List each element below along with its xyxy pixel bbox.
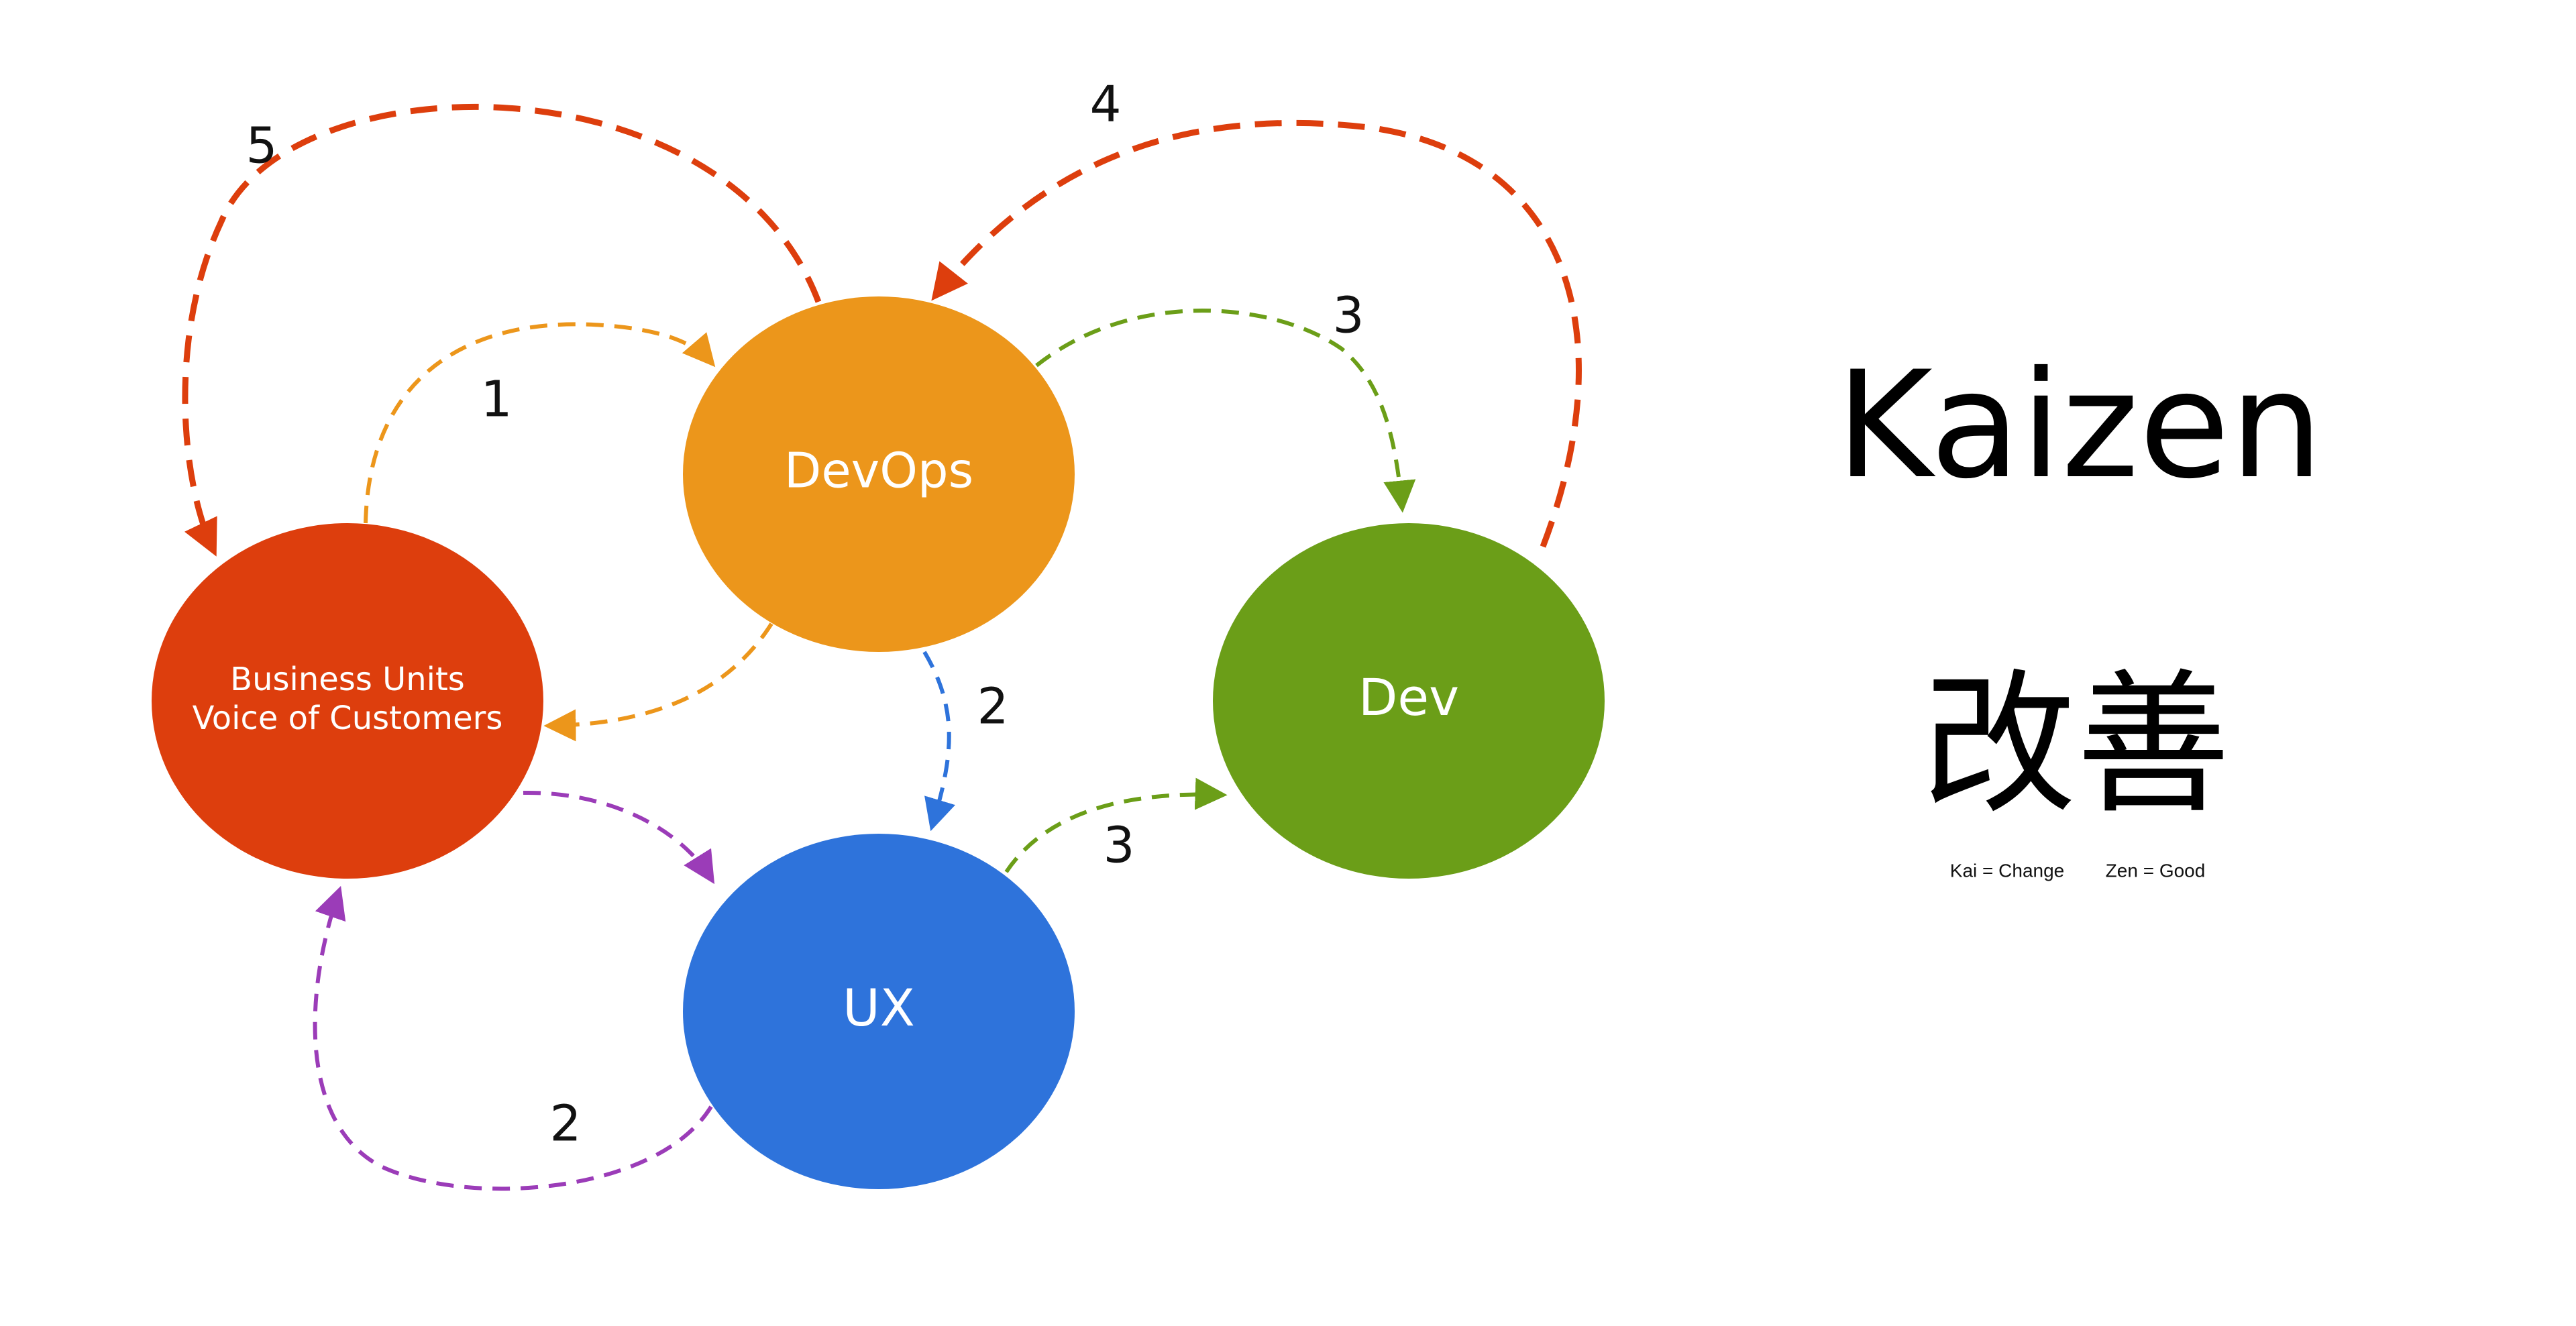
step-label-5: 5	[246, 117, 277, 175]
node-ux	[683, 834, 1075, 1189]
arrow-ux-to-business	[313, 885, 713, 1191]
node-dev-label: Dev	[1358, 667, 1459, 727]
arrow-devops-to-ux	[922, 651, 956, 832]
kaizen-title: Kaizen	[1836, 339, 2324, 511]
arrow-business-to-devops	[364, 322, 716, 524]
node-business-units	[152, 523, 543, 879]
arrow-devops-to-business	[182, 103, 822, 557]
node-dev	[1213, 523, 1605, 879]
node-ux-label: UX	[843, 978, 915, 1038]
node-devops	[683, 296, 1075, 652]
step-label-2-bottom: 2	[549, 1095, 581, 1153]
step-label-2-right: 2	[977, 678, 1008, 736]
node-devops-label: DevOps	[784, 443, 973, 499]
node-business-line2: Voice of Customers	[193, 700, 503, 737]
kai-meaning: Kai = Change	[1950, 860, 2064, 881]
arrow-devops-to-dev	[1035, 309, 1416, 513]
kaizen-kanji: 改善	[1922, 656, 2231, 835]
arrow-ux-to-dev	[1004, 777, 1228, 873]
step-label-4: 4	[1089, 76, 1121, 133]
arrow-business-to-ux	[523, 790, 715, 885]
step-label-3-top: 3	[1332, 287, 1364, 345]
node-business-line1: Business Units	[230, 661, 465, 698]
step-label-1: 1	[480, 371, 512, 429]
step-label-3-bottom: 3	[1103, 817, 1134, 875]
arrow-devops-to-business-return	[543, 622, 773, 742]
arrow-dev-to-devops	[931, 119, 1582, 548]
zen-meaning: Zen = Good	[2106, 860, 2206, 881]
